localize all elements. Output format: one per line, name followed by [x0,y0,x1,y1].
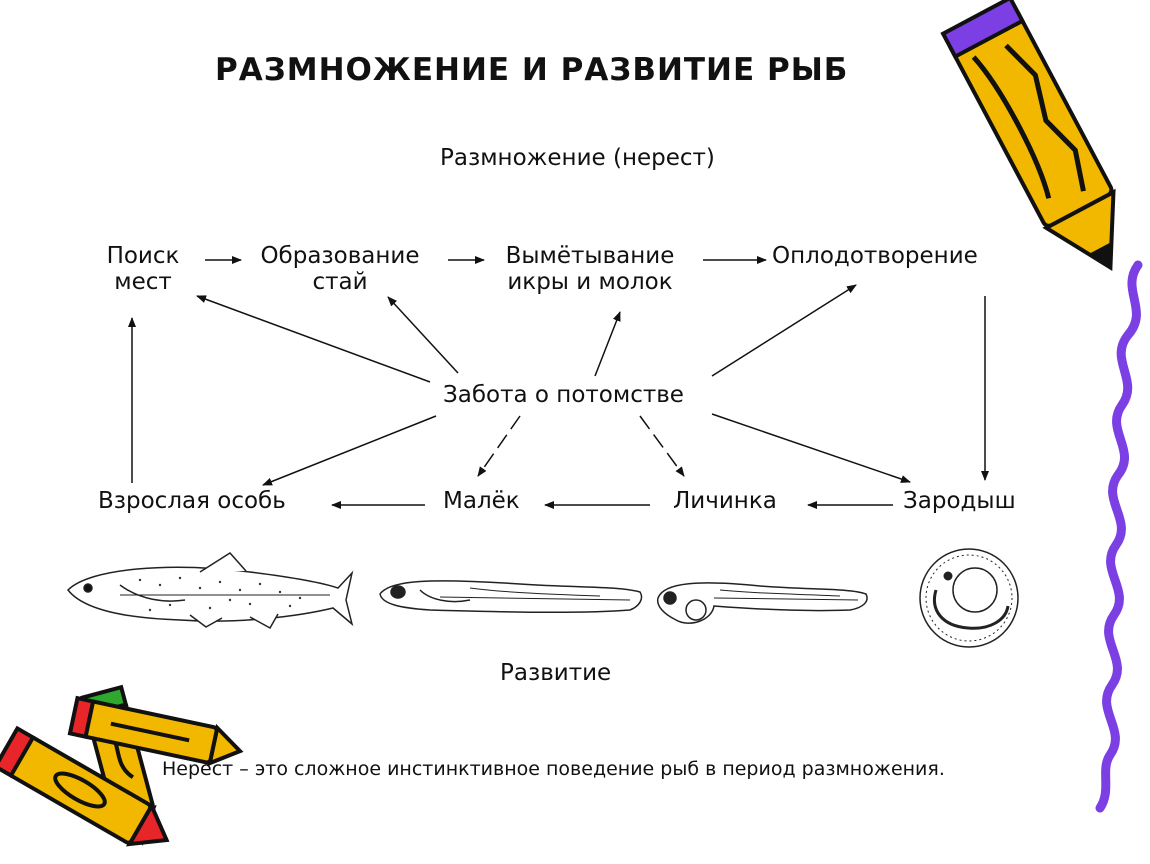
page-title: РАЗМНОЖЕНИЕ И РАЗВИТИЕ РЫБ [215,52,849,88]
purple-wavy-border [1095,260,1143,813]
node-spawn-line2: икры и молок [507,269,673,295]
node-larva: Личинка [673,488,777,514]
node-search-places: Поиск мест [88,243,198,295]
development-heading: Развитие [500,660,612,686]
pencil-icon [940,0,1116,271]
node-embryo: Зародыш [903,488,1016,514]
larva-fish-icon [656,582,868,624]
node-fry: Малёк [443,488,520,514]
node-spawn-line1: Вымётывание [505,243,675,269]
adult-fish-icon [67,552,354,630]
node-search-line1: Поиск [106,243,180,269]
node-parental-care: Забота о потомстве [443,382,684,408]
arrow-care-to-spawn [594,311,621,377]
node-school-formation: Образование стай [250,243,430,295]
node-spawning: Вымётывание икры и молок [490,243,690,295]
spawning-heading: Размножение (нерест) [440,145,715,171]
embryo-egg-icon [919,548,1019,648]
arrow-care-to-embryo [711,413,911,483]
arrow-care-to-adult [262,415,437,486]
footnote: Нерест – это сложное инстинктивное повед… [162,758,945,780]
node-search-line2: мест [114,269,172,295]
arrow-care-to-fry [477,415,521,477]
node-school-line1: Образование [260,243,420,269]
arrow-care-to-larva [639,415,685,477]
arrow-care-to-fertilization [711,284,857,377]
crayon-icon [0,684,244,847]
node-fertilization: Оплодотворение [772,243,978,269]
arrow-care-to-school [387,296,459,374]
node-adult: Взрослая особь [98,488,286,514]
node-school-line2: стай [312,269,368,295]
arrow-care-to-search [196,295,431,383]
fry-fish-icon [379,580,643,614]
